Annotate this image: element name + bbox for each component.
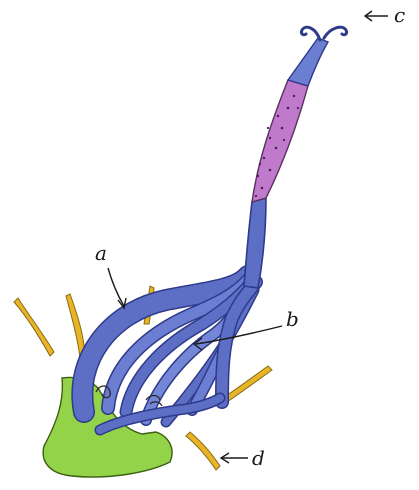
label-d: d bbox=[252, 446, 265, 470]
sepal-sliver bbox=[186, 432, 220, 470]
leader-line-a bbox=[108, 268, 124, 306]
sepal-sliver bbox=[14, 298, 54, 356]
stigma-lobe-right bbox=[324, 27, 347, 38]
label-c: c bbox=[394, 3, 405, 27]
style-upper bbox=[288, 38, 328, 86]
stigma bbox=[301, 27, 346, 40]
label-b: b bbox=[286, 307, 299, 331]
filaments bbox=[82, 276, 256, 430]
style-lower bbox=[244, 198, 266, 288]
style-pink-section bbox=[252, 80, 308, 202]
label-a: a bbox=[95, 241, 107, 265]
sepal-sliver bbox=[66, 294, 85, 358]
